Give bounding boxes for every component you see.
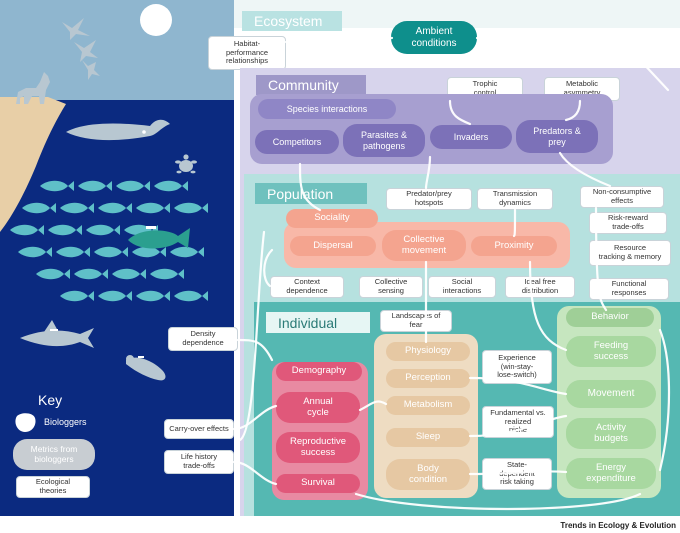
key-title: Key — [38, 392, 63, 408]
species-interactions-header: Species interactions — [258, 99, 396, 119]
collective-movement-node: Collective movement — [382, 230, 466, 261]
physiology-node: Physiology — [386, 342, 470, 361]
fish-icon — [18, 246, 52, 258]
seal-icon — [126, 355, 166, 381]
scene-art — [0, 4, 208, 381]
fish-icon — [98, 290, 132, 302]
fish-icon — [116, 180, 150, 192]
collective-sensing-note: Collective sensing — [359, 276, 423, 298]
fish-icon — [170, 246, 204, 258]
fish-icon — [48, 224, 82, 236]
fish-icon — [124, 224, 158, 236]
annual-cycle-node: Annual cycle — [276, 392, 360, 423]
body-condition-node: Body condition — [386, 459, 470, 490]
fish-icon — [174, 290, 208, 302]
journal-footer: Trends in Ecology & Evolution — [560, 521, 676, 530]
functional-responses-note: Functional responses — [589, 278, 669, 300]
predator-prey-hotspots-note: Predator/prey hotspots — [386, 188, 472, 210]
reproductive-success-node: Reproductive success — [276, 432, 360, 463]
tag-icon — [15, 413, 36, 432]
survival-node: Survival — [276, 474, 360, 493]
tagged-fish-icon — [128, 226, 190, 249]
fish-icon — [86, 224, 120, 236]
context-dependence-note: Context dependence — [270, 276, 344, 298]
activity-budgets-node: Activity budgets — [566, 418, 656, 449]
key-biologgers-label: Biologgers — [44, 417, 87, 427]
resource-tracking-note: Resource tracking & memory — [589, 240, 671, 266]
fish-school — [10, 180, 208, 302]
sleep-node: Sleep — [386, 428, 470, 447]
predators-prey-node: Predators & prey — [516, 120, 598, 153]
fish-icon — [74, 268, 108, 280]
whale-icon — [66, 119, 170, 141]
fish-icon — [132, 246, 166, 258]
fish-icon — [60, 290, 94, 302]
fish-icon — [60, 202, 94, 214]
demography-node: Demography — [276, 362, 362, 381]
behavior-node: Behavior — [566, 308, 654, 327]
feeding-success-node: Feeding success — [566, 336, 656, 367]
fish-icon — [36, 268, 70, 280]
fish-icon — [40, 180, 74, 192]
turtle-icon — [175, 154, 197, 174]
ambient-conditions-node: Ambient conditions — [391, 21, 477, 54]
population-title: Population — [255, 183, 367, 204]
sociality-node: Sociality — [286, 209, 378, 228]
fish-icon — [174, 202, 208, 214]
fish-icon — [10, 224, 44, 236]
landscapes-of-fear-note: Landscapes of fear — [380, 310, 452, 332]
life-history-tradeoffs-note: Life history trade-offs — [164, 450, 234, 474]
key-metrics-swatch: Metrics from biologgers — [13, 439, 95, 470]
fish-icon — [136, 202, 170, 214]
parasites-pathogens-node: Parasites & pathogens — [343, 124, 425, 157]
fish-icon — [150, 268, 184, 280]
ideal-free-distribution-note: Ideal free distribution — [505, 276, 575, 298]
non-consumptive-effects-note: Non-consumptive effects — [580, 186, 664, 208]
competitors-node: Competitors — [255, 130, 339, 154]
fish-icon — [136, 290, 170, 302]
fish-icon — [56, 246, 90, 258]
metabolism-node: Metabolism — [386, 396, 470, 415]
fish-icon — [112, 268, 146, 280]
social-interactions-note: Social interactions — [428, 276, 496, 298]
experience-note: Experience (win-stay- lose-switch) — [482, 350, 552, 384]
movement-node: Movement — [566, 380, 656, 408]
shark-icon — [20, 320, 94, 348]
bird-icon — [62, 18, 100, 80]
energy-expenditure-node: Energy expenditure — [566, 458, 656, 489]
wolf-icon — [16, 72, 50, 104]
individual-title: Individual — [266, 312, 370, 333]
fish-icon — [154, 180, 188, 192]
fish-icon — [78, 180, 112, 192]
ecosystem-title: Ecosystem — [242, 11, 342, 31]
perception-node: Perception — [386, 369, 470, 388]
risk-reward-note: Risk-reward trade-offs — [589, 212, 667, 234]
fish-icon — [22, 202, 56, 214]
habitat-performance-note: Habitat- performance relationships — [208, 36, 286, 70]
sun-icon — [140, 4, 172, 36]
key-theories-swatch: Ecological theories — [16, 476, 90, 498]
community-title: Community — [256, 75, 366, 95]
fish-icon — [94, 246, 128, 258]
cliff-shape — [0, 97, 66, 232]
fish-icon — [98, 202, 132, 214]
invaders-node: Invaders — [430, 125, 512, 149]
carry-over-effects-note: Carry-over effects — [164, 419, 234, 439]
dispersal-node: Dispersal — [290, 236, 376, 256]
proximity-node: Proximity — [471, 236, 557, 256]
density-dependence-note: Density dependence — [168, 327, 238, 351]
